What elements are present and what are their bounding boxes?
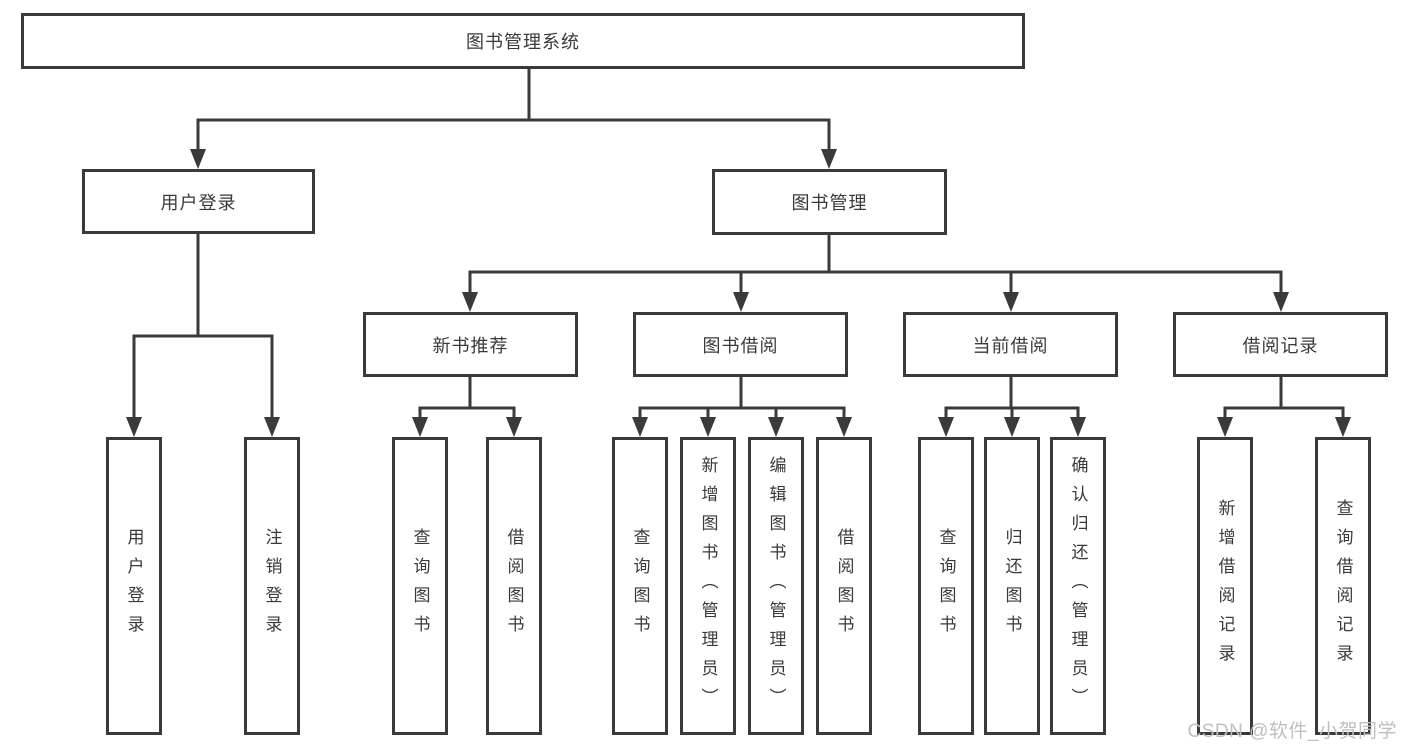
leaf-query-books-borrow-label: 查询图书: [630, 528, 650, 644]
node-new-book-recommend: 新书推荐: [363, 312, 578, 377]
leaf-borrow-books-label: 借阅图书: [834, 528, 854, 644]
node-borrow-records: 借阅记录: [1173, 312, 1388, 377]
leaf-query-borrow-record-label: 查询借阅记录: [1333, 499, 1353, 673]
leaf-add-borrow-record: 新增借阅记录: [1197, 437, 1253, 735]
leaf-borrow-books: 借阅图书: [816, 437, 872, 735]
leaf-query-books-current-label: 查询图书: [936, 528, 956, 644]
leaf-add-borrow-record-label: 新增借阅记录: [1215, 499, 1235, 673]
node-book-management-label: 图书管理: [791, 193, 868, 213]
leaf-logout: 注销登录: [244, 437, 300, 735]
csdn-watermark: CSDN @软件_小贺同学: [1187, 721, 1397, 742]
node-current-borrow-label: 当前借阅: [972, 335, 1049, 356]
leaf-confirm-return-admin-label: 确认归还（管理员）: [1068, 455, 1088, 717]
leaf-user-login-label: 用户登录: [124, 528, 144, 644]
node-borrow-records-label: 借阅记录: [1242, 335, 1319, 356]
node-book-borrow: 图书借阅: [633, 312, 848, 377]
leaf-query-borrow-record: 查询借阅记录: [1315, 437, 1371, 735]
leaf-borrow-books-recommend-label: 借阅图书: [504, 528, 524, 644]
leaf-add-book-admin: 新增图书（管理员）: [680, 437, 736, 735]
leaf-return-book-label: 归还图书: [1002, 528, 1022, 644]
leaf-edit-book-admin: 编辑图书（管理员）: [748, 437, 804, 735]
node-book-management: 图书管理: [712, 169, 947, 235]
leaf-borrow-books-recommend: 借阅图书: [486, 437, 542, 735]
arrowheads: [126, 149, 1351, 437]
leaf-query-books-recommend: 查询图书: [392, 437, 448, 735]
leaf-confirm-return-admin: 确认归还（管理员）: [1050, 437, 1106, 735]
leaf-return-book: 归还图书: [984, 437, 1040, 735]
node-new-book-recommend-label: 新书推荐: [432, 335, 509, 356]
node-current-borrow: 当前借阅: [903, 312, 1118, 377]
node-root-label: 图书管理系统: [466, 32, 580, 52]
node-root: 图书管理系统: [21, 13, 1025, 69]
leaf-user-login: 用户登录: [106, 437, 162, 735]
leaf-edit-book-admin-label: 编辑图书（管理员）: [766, 455, 786, 717]
leaf-add-book-admin-label: 新增图书（管理员）: [698, 455, 718, 717]
node-user-login-label: 用户登录: [160, 192, 237, 213]
leaf-query-books-recommend-label: 查询图书: [410, 528, 430, 644]
leaf-query-books-current: 查询图书: [918, 437, 974, 735]
leaf-logout-label: 注销登录: [262, 528, 282, 644]
node-user-login: 用户登录: [82, 169, 315, 234]
leaf-query-books-borrow: 查询图书: [612, 437, 668, 735]
node-book-borrow-label: 图书借阅: [702, 335, 779, 356]
